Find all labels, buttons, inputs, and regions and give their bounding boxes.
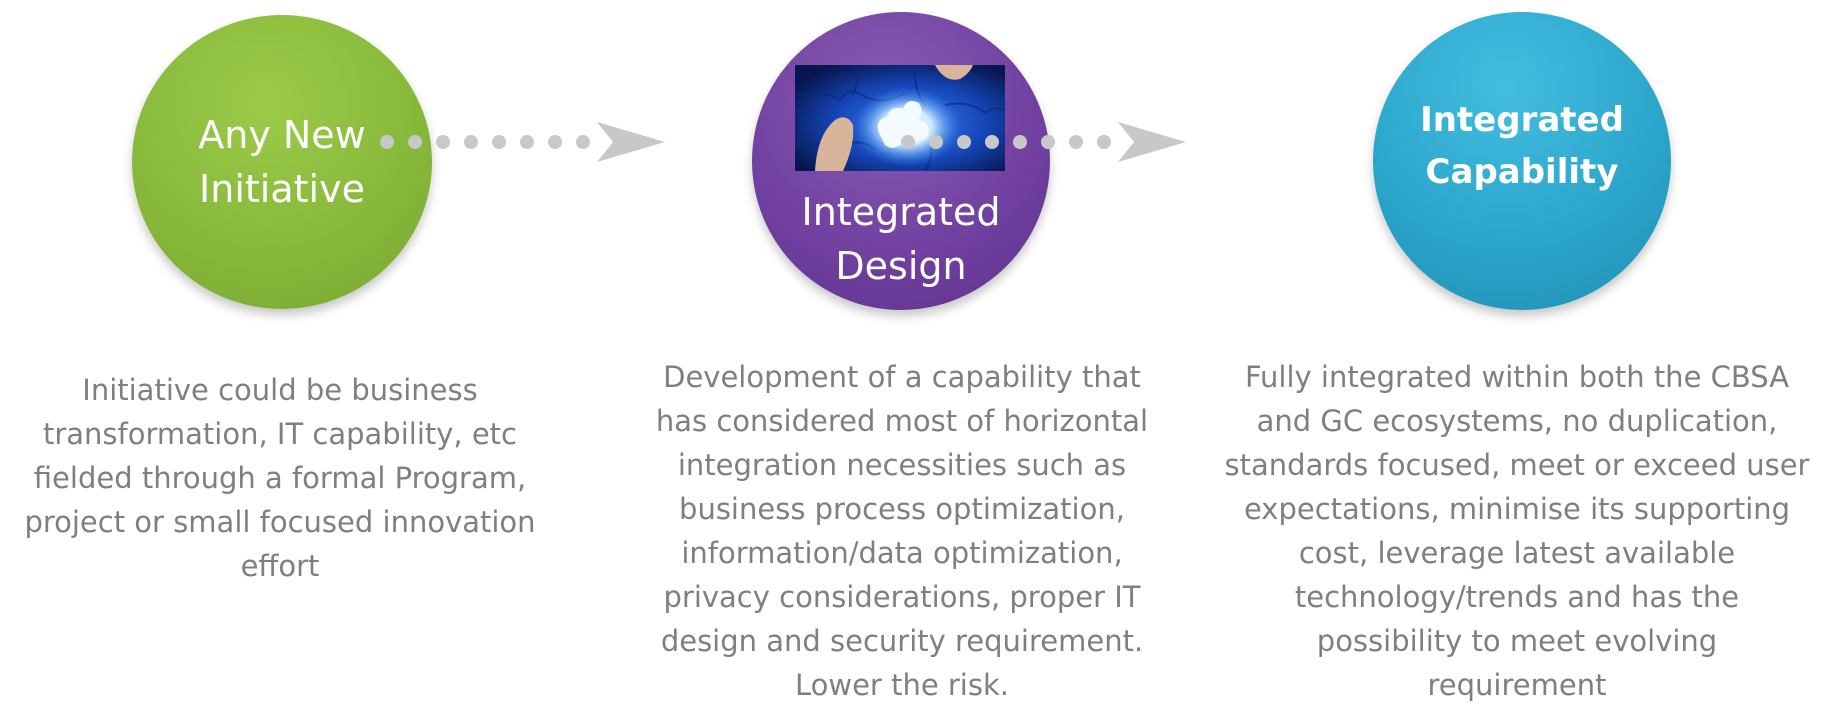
- step-title: Integrated Design: [801, 190, 1001, 288]
- step-description: Initiative could be business transformat…: [24, 373, 536, 583]
- step-title: Any New Initiative: [198, 113, 366, 211]
- step-description: Fully integrated within both the CBSA an…: [1224, 360, 1810, 702]
- step-circle-any-new-initiative: Any New Initiative: [132, 15, 432, 309]
- step-title: Integrated Capability: [1420, 100, 1624, 192]
- dotted-arrow-connector: [901, 122, 1186, 162]
- step-circle-integrated-capability: Integrated Capability: [1373, 12, 1671, 310]
- dotted-arrow-connector: [380, 122, 665, 162]
- step-description: Development of a capability that has con…: [655, 360, 1149, 702]
